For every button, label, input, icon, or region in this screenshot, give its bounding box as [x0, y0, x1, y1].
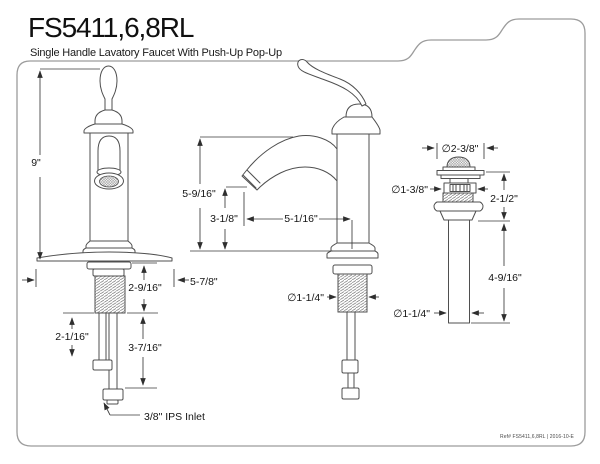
side-dimension-lines — [190, 136, 379, 300]
faucet-front-view: 9" 5-7/8" 2-9/16" 2-1/16" 3-7/16" 3/8" I… — [22, 65, 218, 423]
side-washer — [332, 264, 373, 275]
overflow-slot-bars — [452, 184, 468, 192]
lift-rod-lower — [347, 372, 355, 389]
dim-drain-tail-diameter: ∅1-1/4" — [393, 308, 430, 320]
mounting-washer — [86, 261, 132, 270]
dim-drain-flange-diameter: ∅2-3/8" — [442, 143, 479, 155]
drain-threads — [442, 192, 474, 203]
mounting-nut — [92, 268, 125, 277]
dim-side-spout-height: 5-9/16" — [182, 188, 216, 200]
faucet-body-side — [336, 133, 370, 244]
escutcheon-plate — [36, 251, 173, 262]
supply-tip — [106, 399, 119, 405]
dim-side-spout-reach: 5-1/16" — [284, 213, 318, 225]
side-base-ring-1 — [330, 242, 376, 252]
spout-collar-line-2 — [242, 174, 257, 189]
handle-skirt-front — [83, 123, 134, 134]
bonnet — [331, 116, 381, 135]
sheet-border — [16, 18, 586, 447]
rod-clip — [341, 359, 359, 374]
side-outline — [241, 58, 381, 400]
drain-locknut — [433, 201, 484, 212]
drain-dimension-lines — [422, 143, 510, 324]
drain-flange-lip — [440, 174, 481, 179]
threaded-shank-front — [94, 275, 126, 314]
handle-lever — [297, 58, 367, 107]
spout — [241, 135, 338, 191]
drain-flange — [436, 170, 485, 176]
handle-front — [99, 65, 118, 111]
tailpiece — [448, 219, 470, 324]
dim-drain-upper-height: 2-1/2" — [490, 193, 518, 205]
pushup-cap — [446, 156, 471, 168]
supply-tube-long — [108, 312, 118, 390]
dim-front-supply-upper: 2-1/16" — [55, 331, 89, 343]
supply-nut-short — [92, 359, 113, 371]
dim-drain-tail-length: 4-9/16" — [488, 272, 522, 284]
dim-drain-body-diameter: ∅1-3/8" — [391, 184, 428, 196]
dim-front-supply-lower: 3-7/16" — [128, 342, 162, 354]
supply-nut-long — [102, 388, 124, 401]
reference-code: Ref# FS5411,6,8RL | 2016-10-E — [500, 434, 574, 440]
dim-front-base-width: 5-7/8" — [190, 276, 218, 288]
cap-disc — [442, 166, 476, 171]
handle-bell-front — [94, 109, 123, 125]
drain-gasket — [439, 210, 477, 221]
dim-side-shank-diameter: ∅1-1/4" — [287, 292, 324, 304]
dim-front-shank-length: 2-9/16" — [128, 282, 162, 294]
lift-rod — [346, 311, 356, 361]
threaded-shank-side — [337, 273, 368, 313]
drain-outline — [433, 156, 485, 324]
inlet-note: 3/8" IPS Inlet — [144, 411, 205, 423]
page-title: FS5411,6,8RL — [28, 12, 194, 43]
base-ring-1 — [85, 240, 133, 249]
front-dimension-lines — [22, 68, 189, 416]
faucet-side-view: 5-9/16" 3-1/8" 5-1/16" ∅1-1/4" — [182, 58, 381, 400]
spout-arch — [97, 135, 121, 172]
front-outline — [36, 65, 173, 405]
drain-neck — [449, 178, 469, 184]
aerator-screen — [99, 175, 119, 188]
supply-tube-short — [98, 312, 107, 361]
page-subtitle: Single Handle Lavatory Faucet With Push-… — [30, 47, 282, 59]
side-base-ring-2 — [326, 250, 379, 259]
bonnet-cap — [345, 103, 373, 118]
dim-front-height: 9" — [31, 157, 41, 169]
popup-drain-view: ∅2-3/8" ∅1-3/8" 2-1/2" 4-9/16" ∅1-1/4" — [391, 143, 522, 324]
spout-collar-line-1 — [246, 169, 261, 184]
rod-end-nut — [341, 387, 360, 400]
dim-side-outlet-height: 3-1/8" — [210, 213, 238, 225]
